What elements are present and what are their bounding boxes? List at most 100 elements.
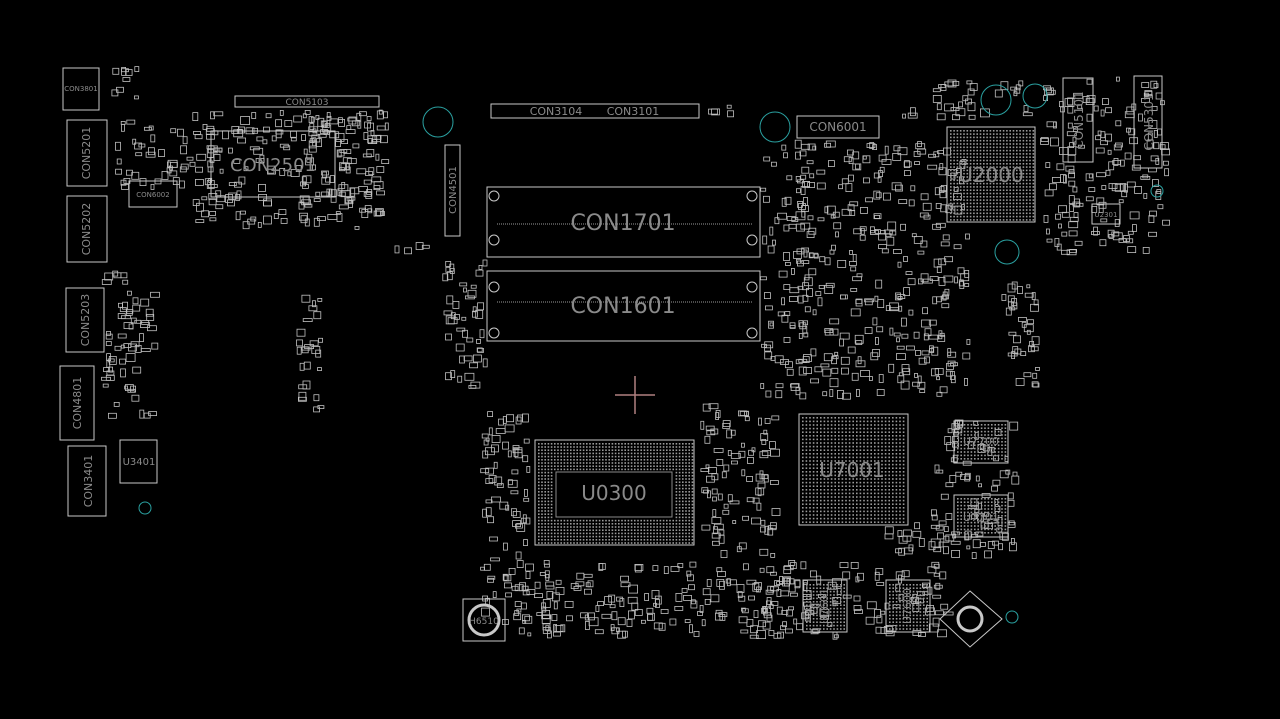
smd-pad (771, 601, 779, 606)
bga-ball (538, 455, 540, 458)
bga-ball (816, 590, 818, 593)
con3801-outline[interactable] (62, 67, 100, 111)
bga-ball (685, 484, 687, 487)
bga-ball (950, 202, 952, 205)
u7601-outline[interactable] (802, 579, 848, 633)
u2301-outline[interactable] (1091, 203, 1121, 225)
smd-pad (168, 165, 173, 171)
con5201-outline[interactable] (66, 119, 108, 187)
con4501-outline[interactable] (444, 144, 461, 237)
u7701-outline[interactable] (953, 494, 1009, 538)
bga-ball (621, 523, 623, 525)
smd-pad (627, 596, 638, 604)
h6510-outline[interactable] (462, 598, 506, 642)
bga-ball (852, 445, 854, 448)
bga-ball (957, 434, 959, 436)
smd-pad (799, 392, 807, 400)
bga-ball (966, 199, 969, 201)
bga-ball (659, 523, 662, 525)
bga-ball (983, 133, 985, 135)
smd-pad (490, 557, 500, 562)
bga-ball (895, 471, 898, 473)
bga-ball (953, 163, 955, 165)
smd-pad (798, 358, 808, 363)
con3104-outline[interactable] (490, 103, 700, 119)
bga-ball (547, 519, 550, 522)
bga-ball (984, 434, 986, 436)
smd-pad (482, 259, 488, 267)
bga-ball (682, 487, 684, 490)
bga-ball (950, 212, 952, 215)
con5203-outline[interactable] (65, 287, 105, 353)
con3401-outline[interactable] (67, 445, 107, 517)
smd-pad (923, 214, 931, 220)
bga-ball (1029, 182, 1031, 185)
bga-ball (999, 205, 1002, 208)
bga-ball (643, 539, 646, 541)
smd-pad (1099, 239, 1107, 247)
bga-ball (848, 481, 851, 484)
con1601-outline[interactable] (486, 270, 761, 342)
u7600-outline[interactable] (885, 579, 931, 633)
bga-ball (906, 607, 908, 610)
bga-ball (986, 186, 988, 188)
smd-pad (240, 116, 251, 125)
bga-ball (586, 542, 588, 544)
bga-ball (899, 594, 901, 596)
u0300-outline[interactable] (534, 439, 695, 546)
u7700-outline[interactable] (953, 420, 1009, 464)
bga-ball (819, 590, 822, 593)
bga-ball (544, 535, 546, 538)
bga-ball (812, 611, 815, 613)
u2000-outline[interactable] (946, 126, 1036, 223)
con2501-outline[interactable] (210, 130, 336, 198)
bga-ball (547, 491, 550, 493)
con5101-outline[interactable] (1062, 77, 1094, 163)
smd-pad (810, 378, 819, 384)
bga-ball (848, 449, 851, 451)
con4801-outline[interactable] (59, 365, 95, 441)
bga-ball (989, 133, 992, 135)
con6001-outline[interactable] (796, 115, 880, 139)
bga-ball (634, 539, 636, 541)
smd-pad (312, 300, 316, 308)
bga-ball (992, 189, 995, 191)
bga-ball (547, 481, 550, 483)
smd-pad (918, 357, 927, 365)
con5301-outline[interactable] (1133, 75, 1163, 169)
bga-ball (570, 535, 572, 538)
smd-pad (798, 333, 803, 339)
bga-ball (841, 471, 844, 473)
u7001-outline[interactable] (798, 413, 909, 526)
bga-ball (963, 444, 966, 446)
smd-pad (445, 266, 451, 273)
bga-ball (980, 525, 983, 527)
smd-pad (906, 345, 915, 351)
u3401-outline[interactable] (119, 439, 158, 484)
smd-pad (935, 202, 942, 209)
smd-pad (895, 184, 903, 192)
bga-ball (987, 441, 990, 443)
bga-ball (863, 453, 865, 455)
smd-pad (959, 281, 965, 289)
bga-ball (986, 212, 988, 215)
bga-ball (547, 475, 550, 477)
bga-ball (544, 523, 546, 525)
con5202-outline[interactable] (66, 195, 108, 263)
con5103-outline[interactable] (234, 95, 380, 108)
bga-ball (598, 449, 601, 451)
smd-pad (866, 601, 877, 610)
bga-ball (906, 584, 908, 586)
con1701-outline[interactable] (486, 186, 761, 258)
smd-pad (904, 170, 911, 177)
bga-ball (1009, 149, 1011, 152)
bga-ball (589, 526, 591, 528)
con6002-outline[interactable] (128, 180, 178, 208)
bga-ball (573, 468, 575, 471)
bga-ball (970, 427, 973, 429)
bga-ball (899, 431, 901, 433)
bga-ball (1012, 192, 1015, 195)
bga-ball (959, 199, 962, 201)
bga-ball (802, 435, 804, 437)
bga-ball (541, 500, 543, 503)
